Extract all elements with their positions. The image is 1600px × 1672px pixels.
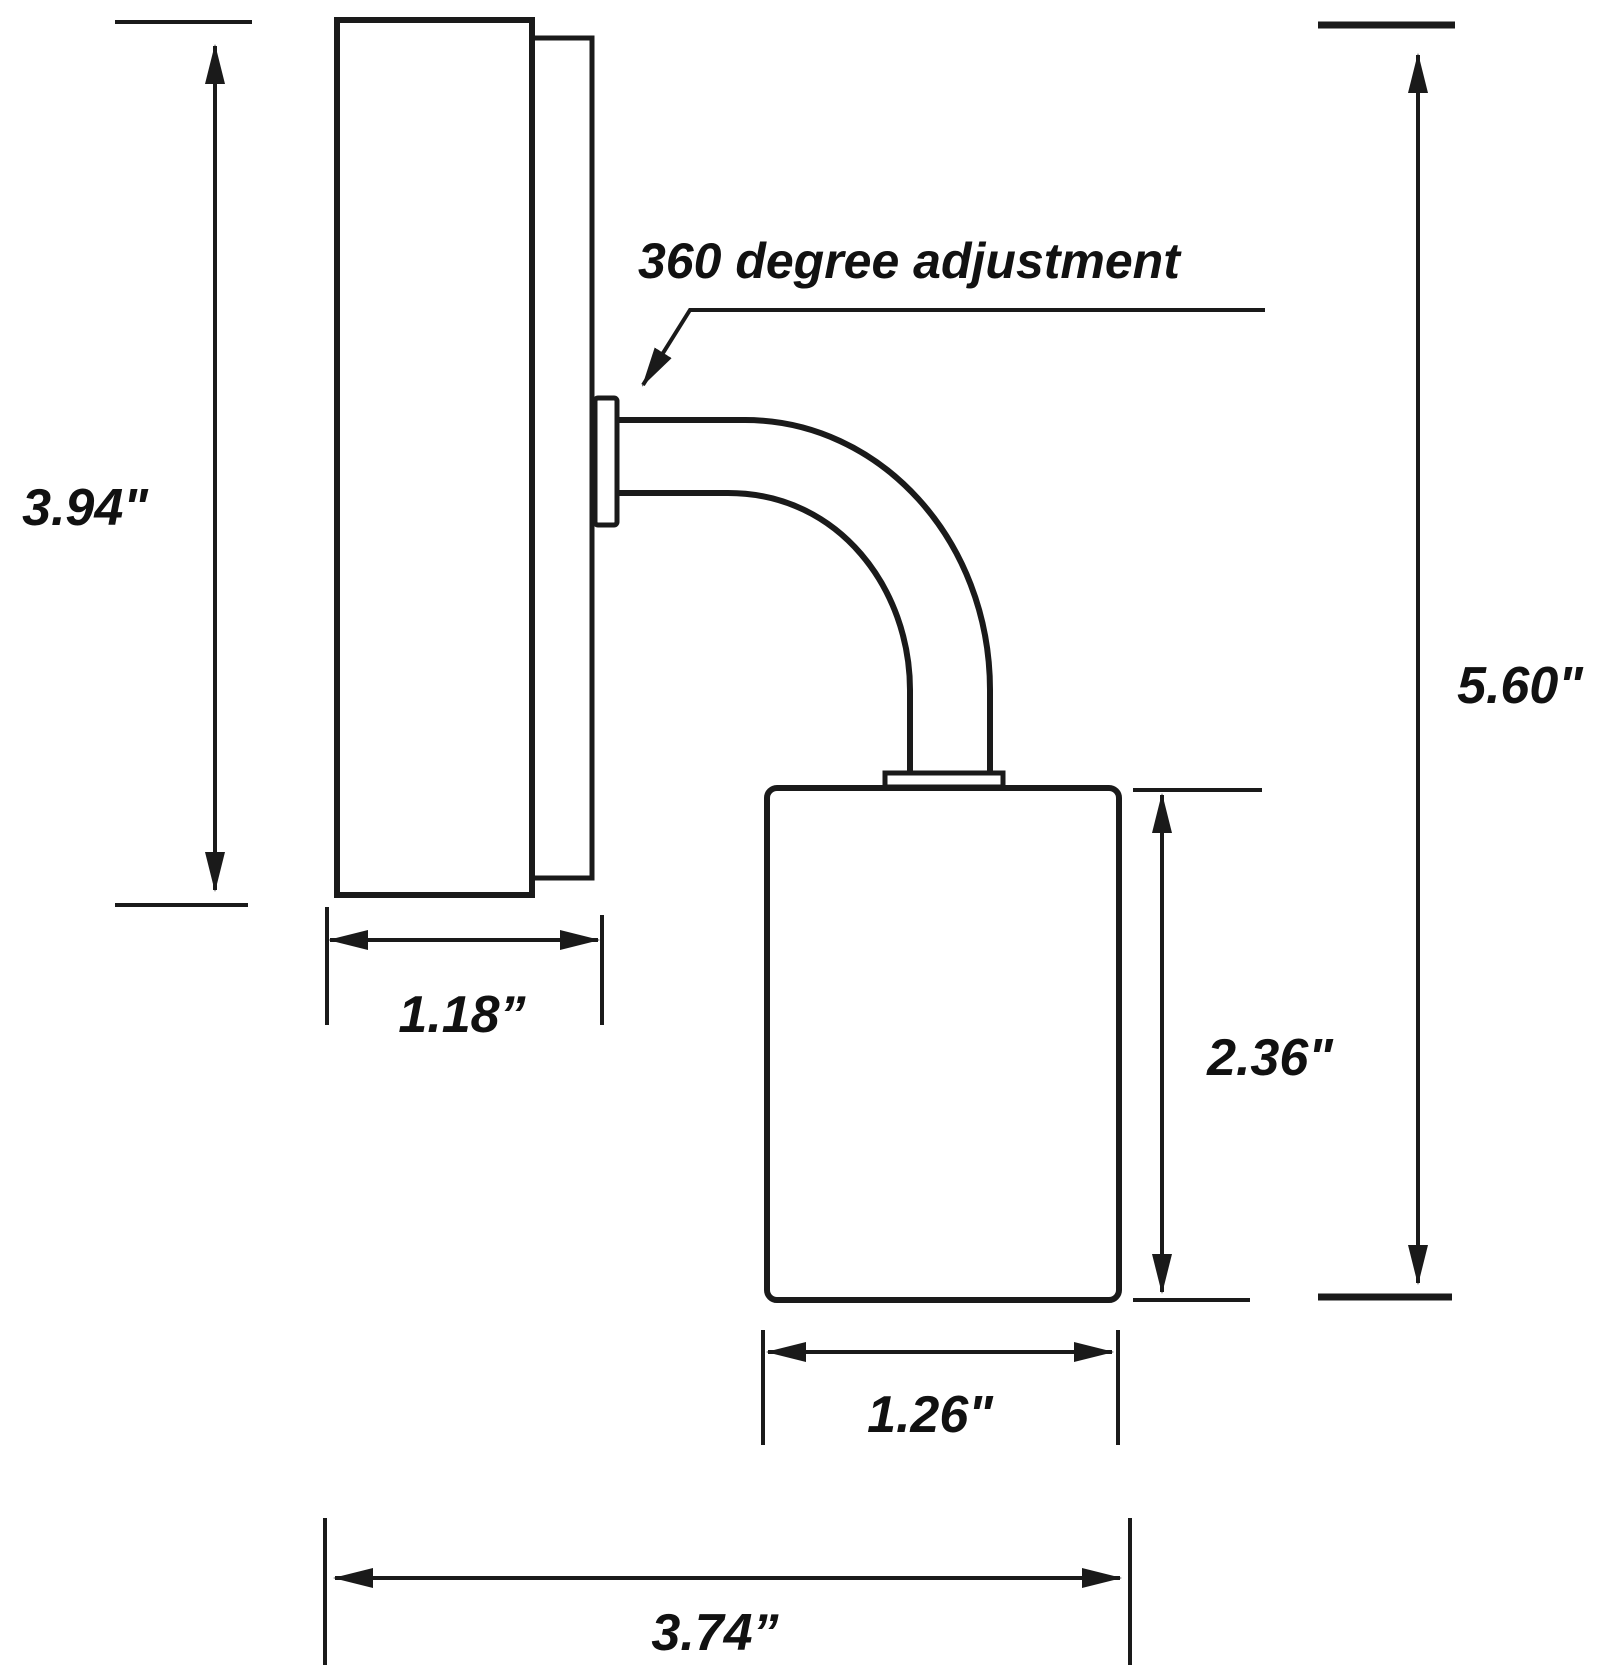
curved-arm (617, 417, 1006, 790)
dim-shade-height: 2.36" (1133, 788, 1334, 1302)
backplate-front (334, 17, 535, 898)
dim-label-shade-width: 1.26" (867, 1386, 994, 1444)
dim-label-shade-height: 2.36" (1206, 1029, 1334, 1087)
dim-overall-height: 5.60" (1318, 21, 1584, 1301)
dim-backplate-depth: 1.18” (325, 907, 604, 1044)
arm-collar (882, 770, 1006, 790)
backplate (334, 17, 595, 898)
adjustment-callout: 360 degree adjustment (638, 233, 1265, 387)
dim-shade-width: 1.26" (761, 1330, 1120, 1445)
callout-label: 360 degree adjustment (638, 233, 1182, 289)
backplate-rim (529, 35, 595, 881)
swivel-joint (592, 395, 620, 528)
dim-label-backplate-depth: 1.18” (398, 986, 525, 1044)
dim-label-overall-projection: 3.74” (651, 1604, 778, 1662)
dim-overall-projection: 3.74” (323, 1518, 1132, 1665)
lamp-shade (764, 785, 1122, 1303)
dim-label-backplate-height: 3.94" (22, 479, 149, 537)
dim-backplate-height: 3.94" (22, 20, 252, 907)
callout-arrow (641, 308, 1265, 387)
dim-label-overall-height: 5.60" (1457, 657, 1584, 715)
